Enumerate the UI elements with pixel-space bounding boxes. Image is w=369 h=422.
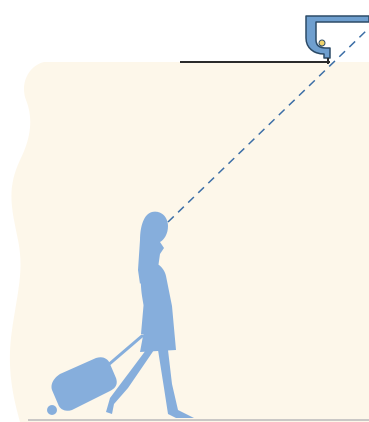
traveler-leg-back: [106, 350, 154, 414]
ceiling-mount-icon: [305, 15, 369, 64]
traveler-arm: [140, 268, 150, 334]
sightline-dashed: [167, 29, 368, 223]
traveler-leg-front: [158, 350, 194, 418]
traveler-body: [140, 261, 176, 352]
suitcase-body: [51, 357, 117, 411]
suitcase-wheel: [47, 405, 57, 415]
wall-area: [9, 62, 369, 422]
traveler-icon: [106, 211, 194, 418]
rolling-suitcase-icon: [47, 334, 144, 415]
mount-pivot: [318, 39, 326, 47]
mount-bracket: [305, 15, 369, 59]
